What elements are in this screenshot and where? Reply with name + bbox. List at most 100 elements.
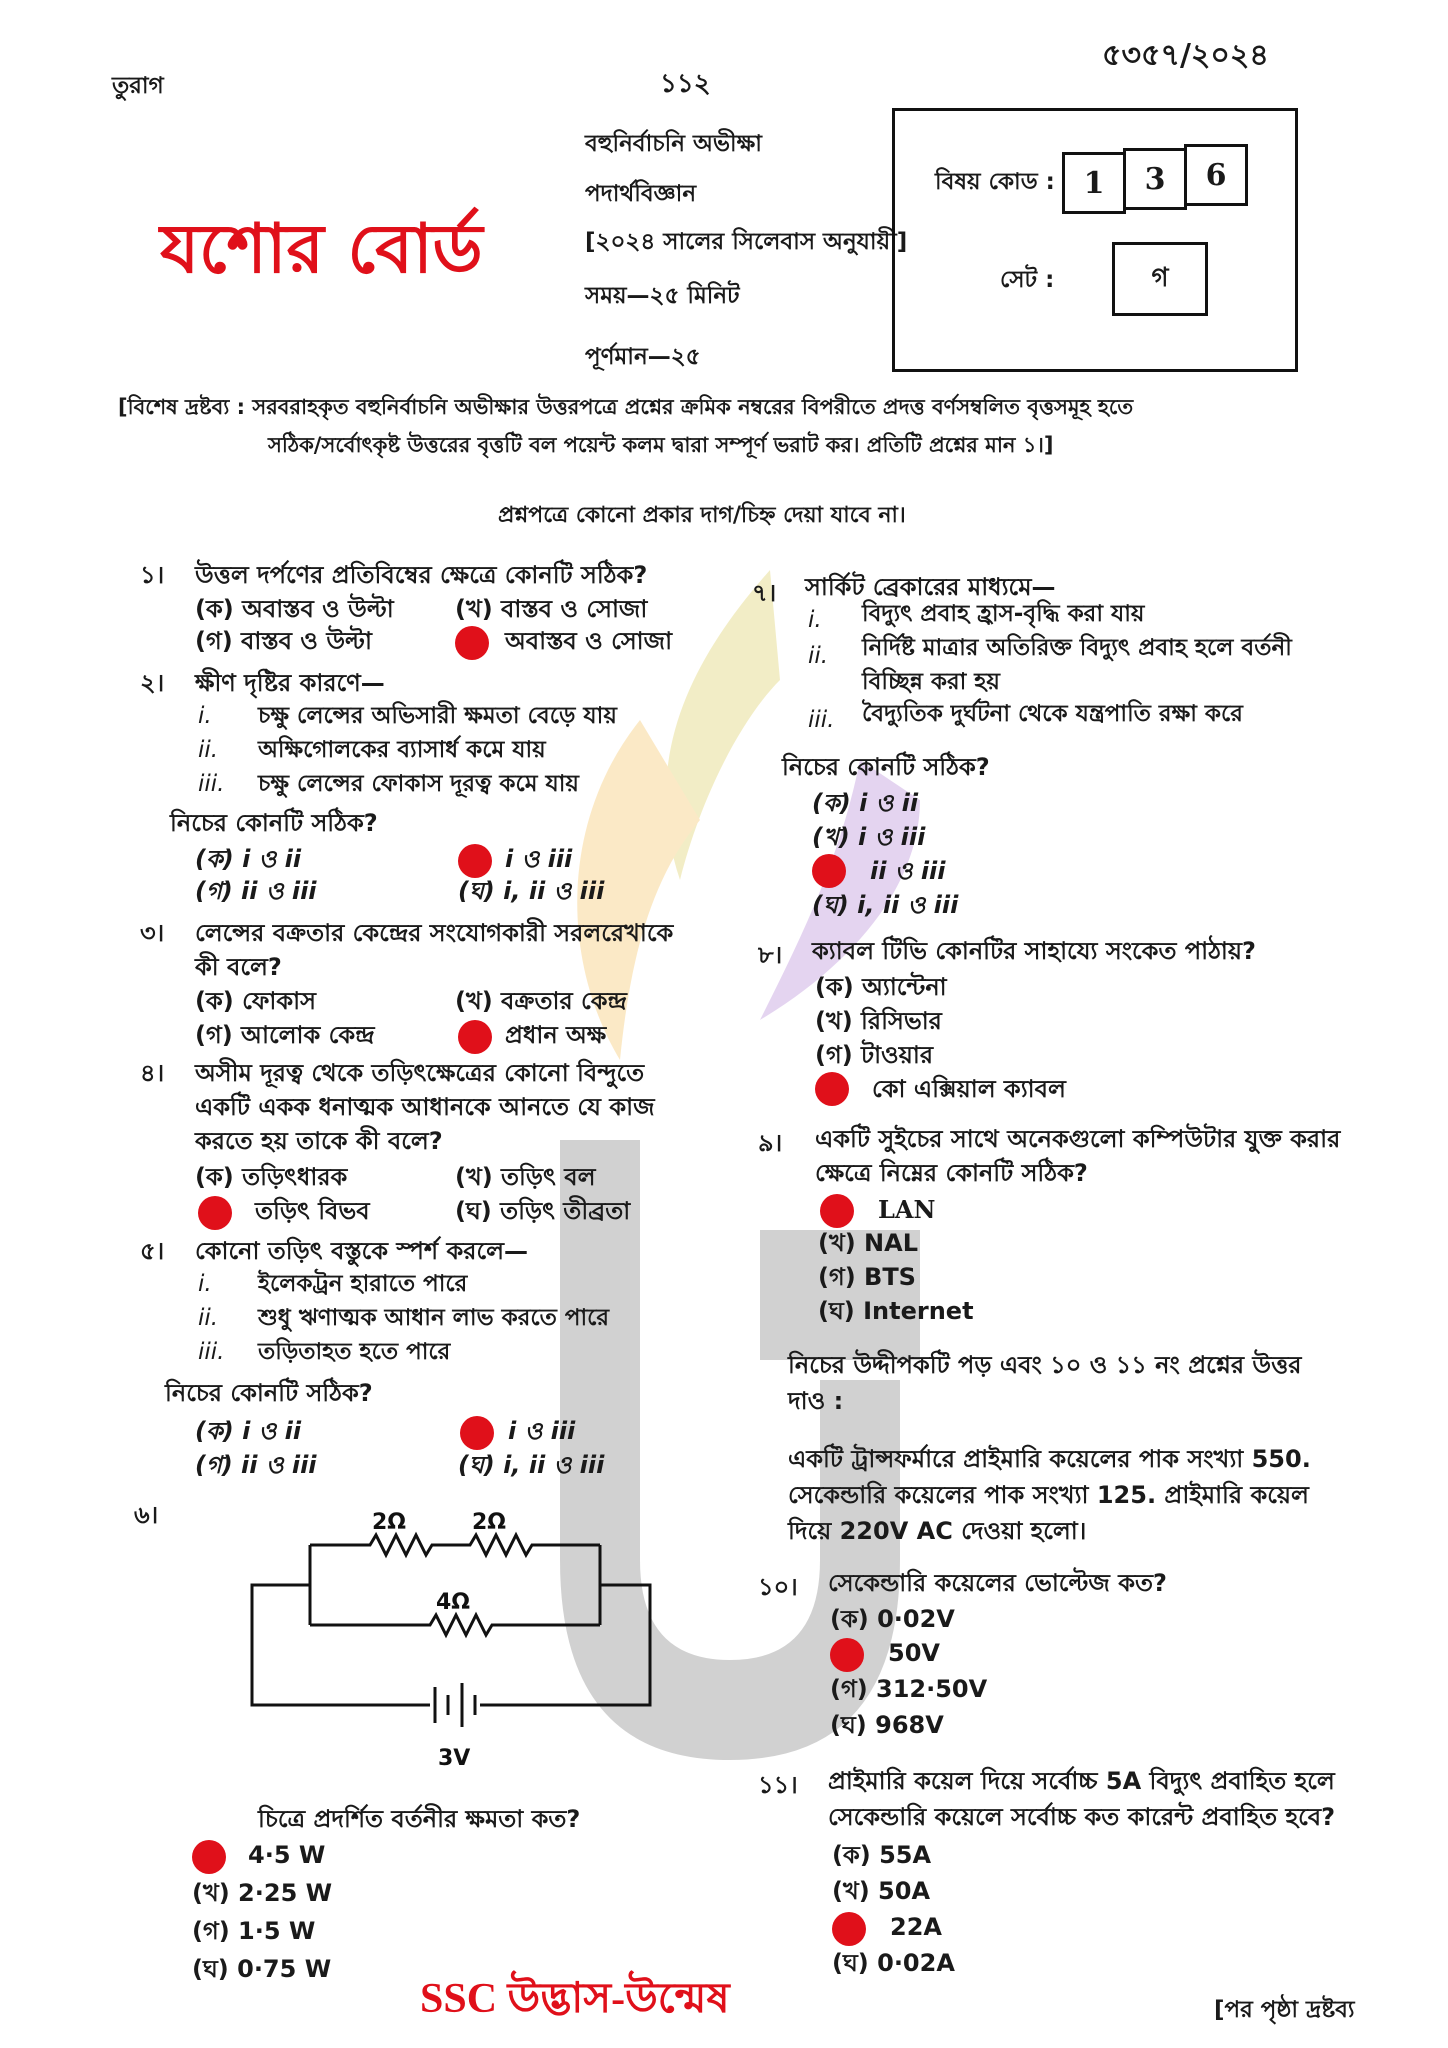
q2-statement-1: চক্ষু লেন্সের অভিসারী ক্ষমতা বেড়ে যায় — [258, 703, 617, 729]
q11-option-c: 22A — [890, 1913, 942, 1941]
q8-text: ক্যাবল টিভি কোনটির সাহায্যে সংকেত পাঠায়… — [812, 937, 1256, 965]
q3-option-b: (খ) বক্রতার কেন্দ্র — [455, 987, 627, 1015]
q8-option-a: (ক) অ্যান্টেনা — [815, 973, 947, 1001]
q7-statement-1: বিদ্যুৎ প্রবাহ হ্রাস-বৃদ্ধি করা যায় — [862, 601, 1145, 627]
q7-option-a: (ক) i ও ii — [812, 789, 919, 817]
q9-number: ৯। — [758, 1129, 783, 1157]
notice-line-2: সঠিক/সর্বোৎকৃষ্ট উত্তরের বৃত্তটি বল পয়ে… — [268, 433, 1054, 457]
q7-option-c: ii ও iii — [870, 857, 946, 885]
q5-option-d: (ঘ) i, ii ও iii — [458, 1451, 605, 1479]
q6-answer-mark — [192, 1840, 226, 1874]
q8-number: ৮। — [758, 941, 783, 969]
q6-resistor-1-label: 2Ω — [372, 1510, 406, 1535]
q4-number: ৪। — [140, 1059, 165, 1087]
q3-number: ৩। — [140, 919, 165, 947]
q10-option-b: 50V — [888, 1639, 940, 1667]
q5-statement-1: ইলেকট্রন হারাতে পারে — [258, 1271, 468, 1297]
q5-s2-num: ii. — [198, 1305, 219, 1331]
q4-answer-mark — [198, 1196, 232, 1230]
q10-option-c: (গ) 312·50V — [830, 1675, 988, 1703]
q2-s3-num: iii. — [198, 771, 225, 797]
q5-statement-3: তড়িতাহত হতে পারে — [258, 1339, 451, 1365]
q7-s3-num: iii. — [808, 707, 835, 733]
q11-number: ১১। — [758, 1771, 798, 1799]
q5-which: নিচের কোনটি সঠিক? — [165, 1379, 373, 1407]
q4-option-d: (ঘ) তড়িৎ তীব্রতা — [455, 1197, 631, 1225]
q5-number: ৫। — [140, 1237, 165, 1265]
q6-resistor-3-label: 4Ω — [436, 1590, 470, 1615]
q11-text-2: সেকেন্ডারি কয়েলে সর্বোচ্চ কত কারেন্ট প্… — [828, 1803, 1336, 1831]
q2-option-a: (ক) i ও ii — [195, 845, 302, 873]
q4-text-3: করতে হয় তাকে কী বলে? — [195, 1127, 443, 1155]
q8-option-b: (খ) রিসিভার — [815, 1007, 942, 1035]
q6-option-a: 4·5 W — [248, 1841, 326, 1869]
footer-brand: SSC উদ্ভাস-উন্মেষ — [420, 1976, 730, 2022]
q1-option-b: (খ) বাস্তব ও সোজা — [455, 595, 648, 623]
stimulus-para-1: একটি ট্রান্সফর্মারে প্রাইমারি কয়েলের পা… — [788, 1445, 1311, 1473]
stimulus-intro-1: নিচের উদ্দীপকটি পড় এবং ১০ ও ১১ নং প্রশ্… — [788, 1351, 1302, 1379]
q3-text-2: কী বলে? — [195, 953, 282, 981]
q9-option-c: (গ) BTS — [818, 1263, 916, 1291]
q1-text: উত্তল দর্পণের প্রতিবিম্বের ক্ষেত্রে কোনট… — [195, 561, 648, 589]
q11-text-1: প্রাইমারি কয়েল দিয়ে সর্বোচ্চ 5A বিদ্যু… — [828, 1767, 1335, 1795]
next-page-note: [পর পৃষ্ঠা দ্রষ্টব্য — [1214, 1997, 1355, 2023]
reference-number: ৫৩৫৭/২০২৪ — [1102, 38, 1269, 73]
q5-option-c: (গ) ii ও iii — [195, 1451, 317, 1479]
stimulus-intro-2: দাও : — [788, 1387, 844, 1415]
q11-option-b: (খ) 50A — [832, 1877, 931, 1905]
q7-s2-num: ii. — [808, 643, 829, 669]
q9-text-1: একটি সুইচের সাথে অনেকগুলো কম্পিউটার যুক্… — [815, 1125, 1341, 1153]
q9-option-d: (ঘ) Internet — [818, 1297, 974, 1325]
q7-option-d: (ঘ) i, ii ও iii — [812, 891, 959, 919]
set-value: গ — [1112, 242, 1208, 316]
q2-number: ২। — [140, 669, 165, 697]
q5-statement-2: শুধু ঋণাত্মক আধান লাভ করতে পারে — [258, 1305, 610, 1331]
q3-option-d: প্রধান অক্ষ — [505, 1021, 607, 1049]
q9-option-a: LAN — [878, 1195, 936, 1224]
q7-which: নিচের কোনটি সঠিক? — [782, 753, 990, 781]
q10-number: ১০। — [758, 1573, 798, 1601]
q1-answer-mark — [455, 626, 489, 660]
q5-option-a: (ক) i ও ii — [195, 1417, 302, 1445]
q11-answer-mark — [832, 1912, 866, 1946]
q7-text: সার্কিট ব্রেকারের মাধ্যমে— — [805, 573, 1056, 601]
exam-type: বহুনির্বাচনি অভীক্ষা — [585, 131, 762, 157]
q8-option-c: (গ) টাওয়ার — [815, 1041, 934, 1069]
q1-option-a: (ক) অবাস্তব ও উল্টা — [195, 595, 394, 623]
q6-resistor-2-label: 2Ω — [472, 1510, 506, 1535]
q1-number: ১। — [140, 561, 165, 589]
q7-answer-mark — [812, 854, 846, 888]
q1-option-c: (গ) বাস্তব ও উল্টা — [195, 627, 372, 655]
q6-circuit-diagram: 2Ω 2Ω 4Ω 3V — [250, 1510, 652, 1771]
code-digit-3: 6 — [1184, 144, 1248, 206]
q10-answer-mark — [830, 1638, 864, 1672]
q4-option-b: (খ) তড়িৎ বল — [455, 1163, 596, 1191]
q7-statement-2a: নির্দিষ্ট মাত্রার অতিরিক্ত বিদ্যুৎ প্রবা… — [862, 635, 1292, 661]
q1-option-d: অবাস্তব ও সোজা — [505, 627, 673, 655]
q7-s1-num: i. — [808, 607, 822, 633]
q10-option-d: (ঘ) 968V — [830, 1711, 944, 1739]
q8-answer-mark — [815, 1072, 849, 1106]
q10-text: সেকেন্ডারি কয়েলের ভোল্টেজ কত? — [828, 1569, 1167, 1597]
q7-statement-3: বৈদ্যুতিক দুর্ঘটনা থেকে যন্ত্রপাতি রক্ষা… — [862, 701, 1243, 727]
q2-text: ক্ষীণ দৃষ্টির কারণে— — [195, 669, 385, 697]
q11-option-a: (ক) 55A — [832, 1841, 932, 1869]
q2-statement-2: অক্ষিগোলকের ব্যাসার্ধ কমে যায় — [258, 737, 546, 763]
q3-option-c: (গ) আলোক কেন্দ্র — [195, 1021, 375, 1049]
q7-statement-2b: বিচ্ছিন্ন করা হয় — [862, 669, 1000, 695]
q6-number: ৬। — [134, 1501, 159, 1529]
stimulus-para-2: সেকেন্ডারি কয়েলের পাক সংখ্যা 125. প্রাই… — [788, 1481, 1309, 1509]
q2-s2-num: ii. — [198, 737, 219, 763]
q5-s3-num: iii. — [198, 1339, 225, 1365]
q6-text: চিত্রে প্রদর্শিত বর্তনীর ক্ষমতা কত? — [258, 1805, 581, 1833]
q2-option-c: (গ) ii ও iii — [195, 877, 317, 905]
q5-s1-num: i. — [198, 1271, 212, 1297]
q3-option-a: (ক) ফোকাস — [195, 987, 316, 1015]
q11-option-d: (ঘ) 0·02A — [832, 1949, 955, 1977]
full-marks: পূর্ণমান—২৫ — [585, 344, 701, 370]
q9-answer-mark — [820, 1194, 854, 1228]
q3-answer-mark — [458, 1020, 492, 1054]
q9-text-2: ক্ষেত্রে নিম্নের কোনটি সঠিক? — [815, 1159, 1088, 1187]
q2-statement-3: চক্ষু লেন্সের ফোকাস দূরত্ব কমে যায় — [258, 771, 579, 797]
